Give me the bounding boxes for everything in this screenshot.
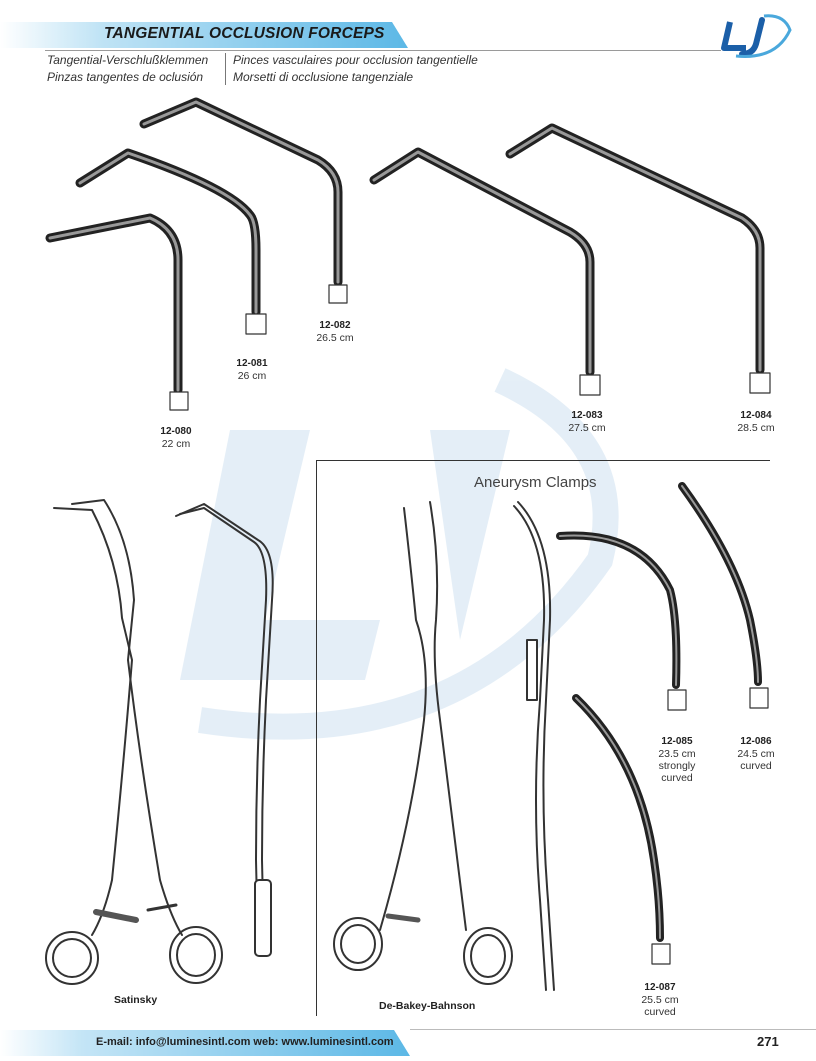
- forceps-12-082-drawing: [139, 97, 348, 304]
- aneurysm-12-086-drawing: [678, 482, 769, 709]
- product-desc-12-087: curved: [644, 1006, 676, 1018]
- product-code-12-084: 12-084: [740, 410, 772, 421]
- aneurysm-section-title: Aneurysm Clamps: [474, 474, 597, 491]
- product-code-12-083: 12-083: [571, 410, 603, 421]
- subtitle-fr: Pinces vasculaires pour occlusion tangen…: [233, 53, 478, 67]
- debakey-clamp-drawing: [333, 501, 513, 985]
- aneurysm-12-087-drawing: [572, 694, 671, 965]
- product-size-12-085: 23.5 cm: [658, 748, 696, 760]
- product-code-12-080: 12-080: [160, 426, 192, 437]
- satinsky-jaw-drawing: [175, 503, 274, 957]
- product-size-12-083: 27.5 cm: [568, 422, 606, 434]
- brand-logo: [716, 10, 794, 60]
- product-size-12-081: 26 cm: [237, 370, 267, 382]
- aneurysm-12-085-drawing: [556, 531, 687, 711]
- product-size-12-086: 24.5 cm: [737, 748, 775, 760]
- product-code-12-087: 12-087: [644, 982, 676, 993]
- page-title: TANGENTIAL OCCLUSION FORCEPS: [104, 25, 385, 42]
- header-bar: [0, 22, 410, 48]
- subtitle-it: Morsetti di occlusione tangenziale: [233, 70, 414, 84]
- forceps-12-080-drawing: [45, 213, 189, 411]
- product-code-12-085: 12-085: [661, 736, 693, 747]
- footer-bar: [0, 1030, 410, 1056]
- product-code-12-086: 12-086: [740, 736, 772, 747]
- forceps-12-084-drawing: [505, 123, 771, 394]
- watermark-logo: [180, 368, 619, 740]
- satinsky-clamp-drawing: [45, 499, 223, 985]
- forceps-12-083-drawing: [369, 147, 601, 396]
- product-code-12-082: 12-082: [319, 320, 351, 331]
- header-divider: [45, 50, 721, 51]
- product-size-12-087: 25.5 cm: [641, 994, 679, 1006]
- footer-divider: [410, 1029, 816, 1030]
- section-frame-top: [316, 460, 770, 461]
- section-frame-left: [316, 460, 317, 1016]
- product-desc-12-085-line1: strongly: [658, 760, 696, 772]
- product-size-12-082: 26.5 cm: [316, 332, 354, 344]
- product-size-12-084: 28.5 cm: [737, 422, 775, 434]
- caption-satinsky: Satinsky: [114, 994, 158, 1006]
- debakey-jaw-drawing: [513, 501, 555, 991]
- subtitle-es: Pinzas tangentes de oclusión: [47, 70, 204, 84]
- subtitle-de: Tangential-Verschlußklemmen: [47, 53, 209, 67]
- header-bar-shape: [0, 22, 408, 48]
- product-desc-12-086: curved: [740, 760, 772, 772]
- product-code-12-081: 12-081: [236, 358, 268, 369]
- product-desc-12-085-line2: curved: [661, 772, 693, 784]
- page-number: 271: [757, 1034, 779, 1049]
- subtitle-divider: [225, 53, 226, 85]
- footer-contact: E-mail: info@luminesintl.com web: www.lu…: [96, 1036, 394, 1048]
- caption-debakey: De-Bakey-Bahnson: [379, 1000, 476, 1012]
- forceps-12-081-drawing: [75, 148, 267, 335]
- product-size-12-080: 22 cm: [161, 438, 191, 450]
